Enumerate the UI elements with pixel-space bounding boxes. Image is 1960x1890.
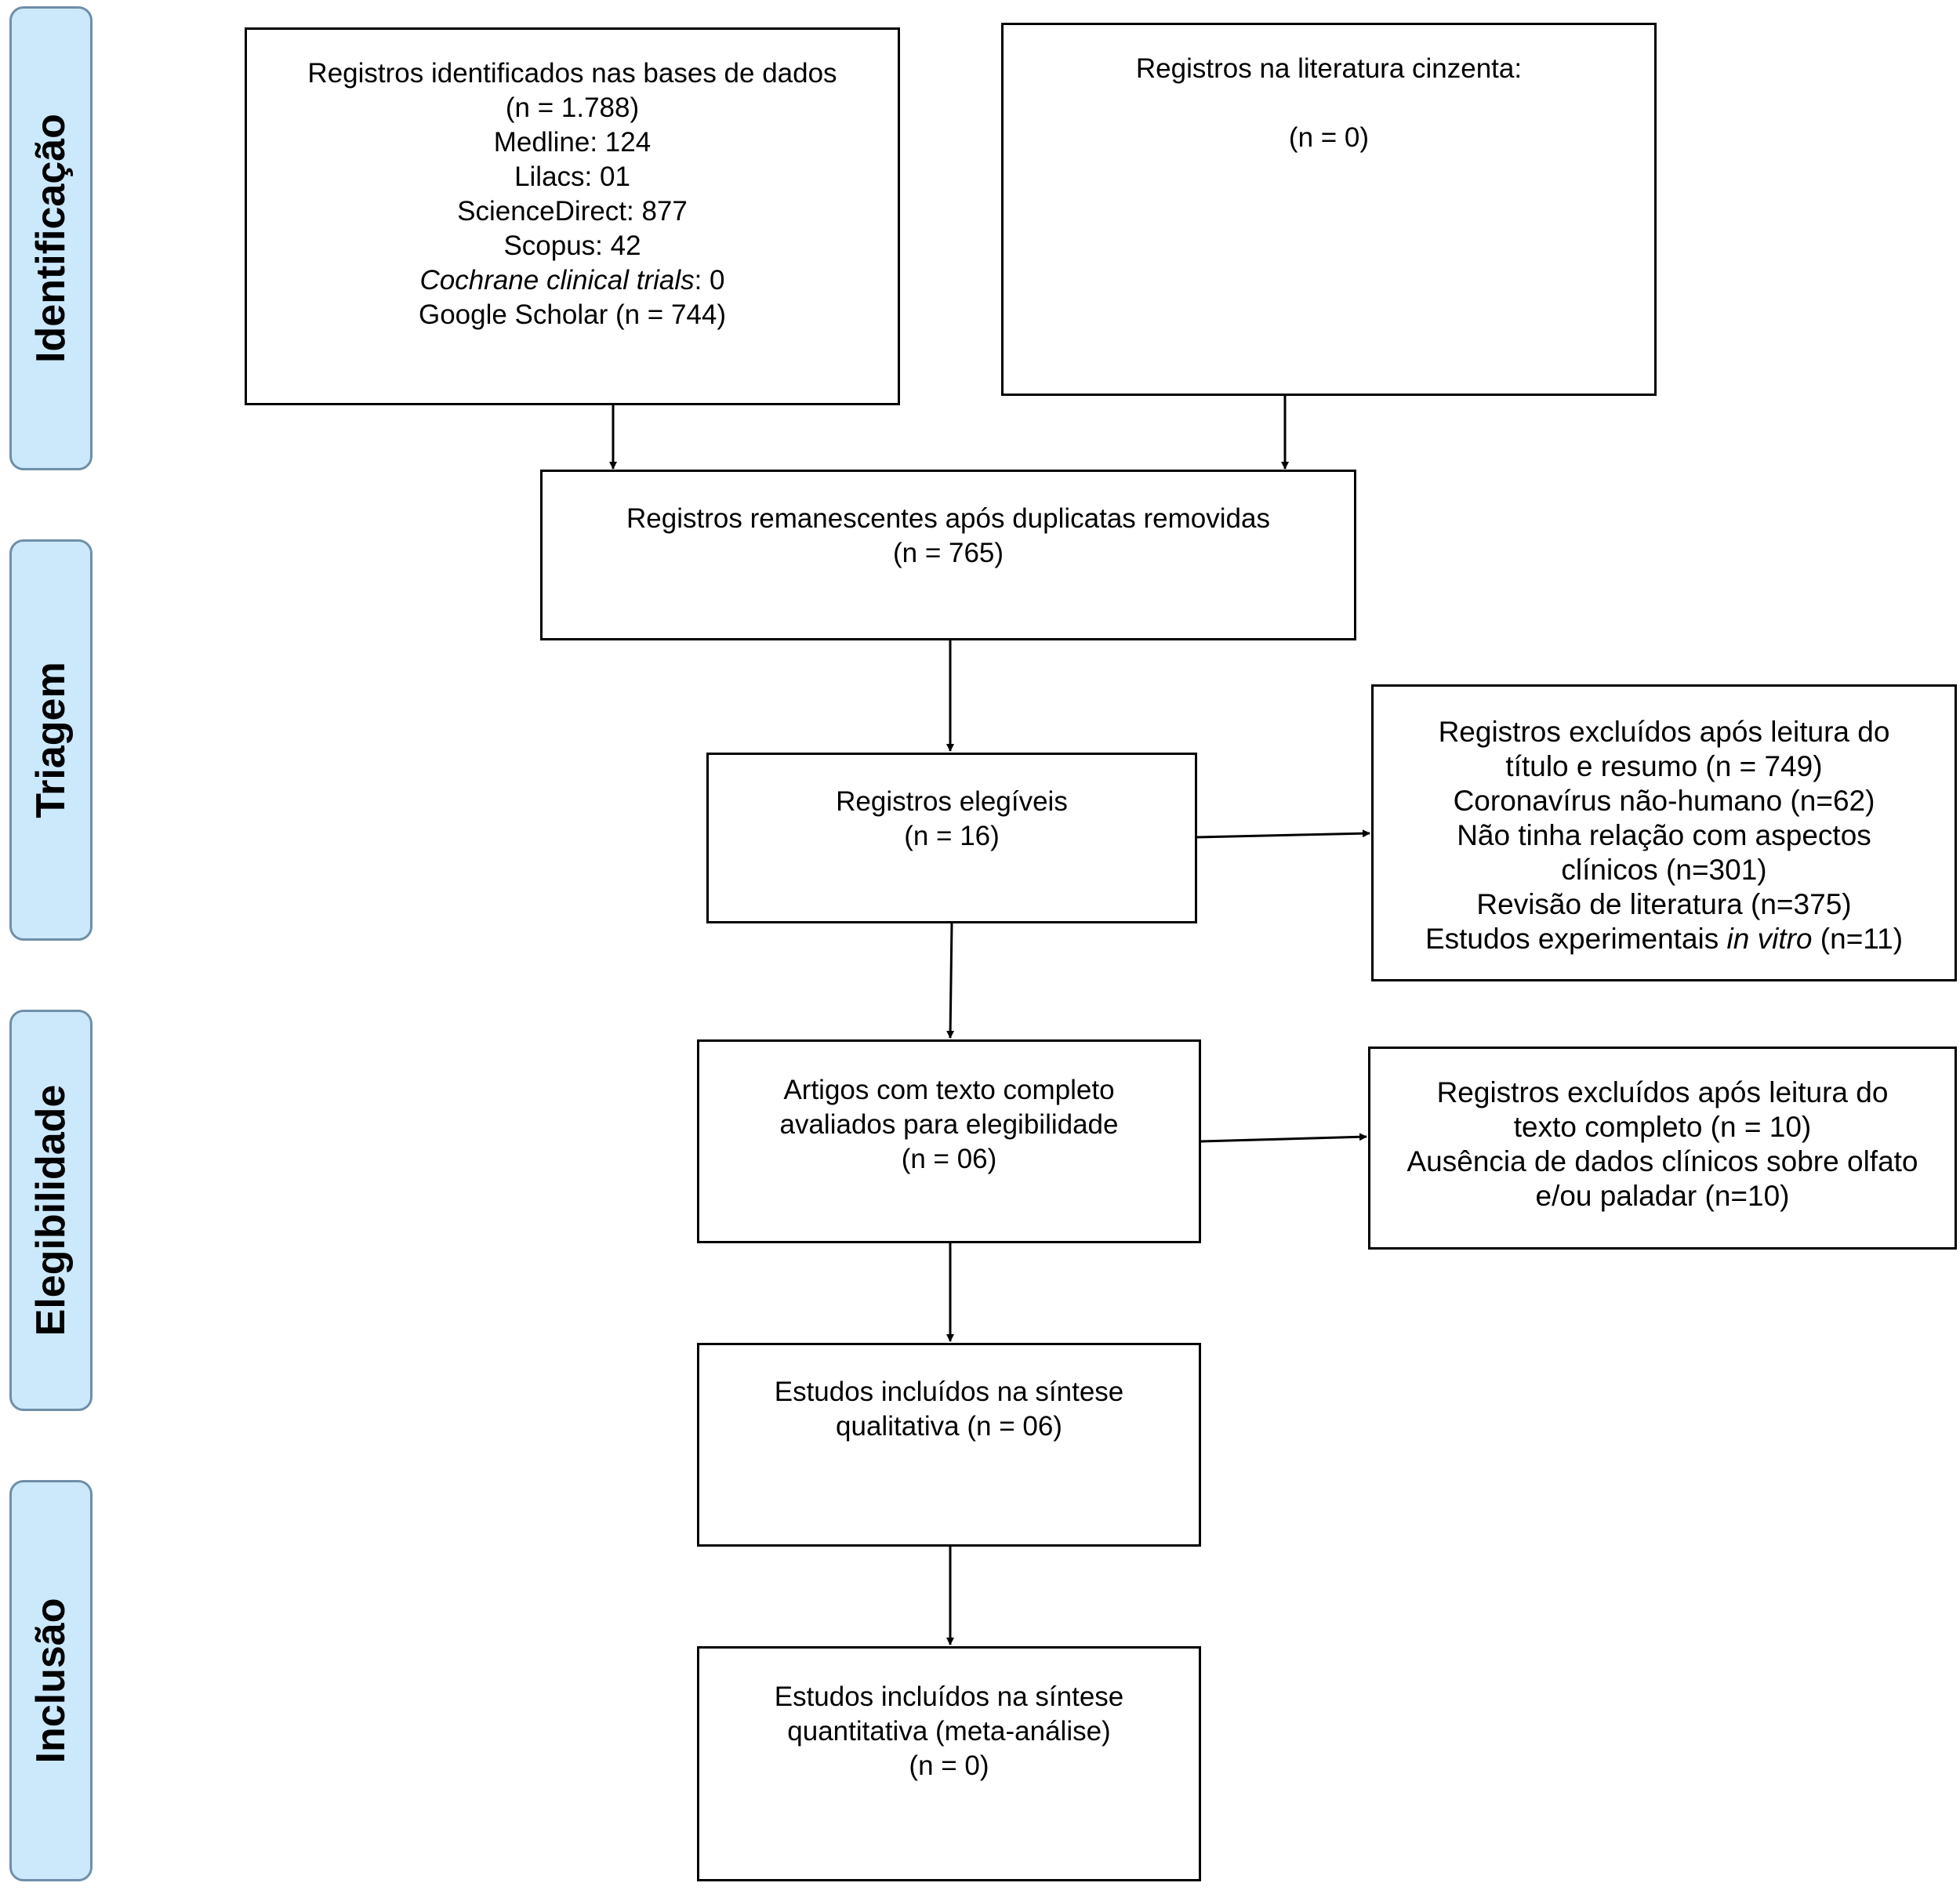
- databases-title: Registros identificados nas bases de dad…: [307, 58, 837, 89]
- full-text-line1: Artigos com texto completo: [783, 1075, 1115, 1105]
- databases-scopus: Scopus: 42: [503, 230, 641, 261]
- phase-inclusao: Inclusão: [9, 1480, 93, 1881]
- full-text-count: (n = 06): [901, 1144, 997, 1174]
- arrow-fulltext-to-excluded: [1200, 1133, 1367, 1143]
- excluded-screening-line1: Registros excluídos após leitura do: [1438, 716, 1890, 748]
- phase-triagem: Triagem: [9, 539, 93, 941]
- eligible-title: Registros elegíveis: [836, 786, 1068, 817]
- phase-identificacao: Identificação: [9, 6, 93, 470]
- databases-google: Google Scholar (n = 744): [418, 299, 727, 330]
- databases-cochrane-count: : 0: [694, 265, 725, 296]
- arrow-eligible-to-excluded: [1196, 829, 1370, 839]
- grey-literature-count: (n = 0): [1288, 122, 1370, 153]
- excluded-screening-box: Registros excluídos após leitura do títu…: [1371, 684, 1957, 981]
- databases-lilacs: Lilacs: 01: [514, 161, 630, 192]
- after-duplicates-count: (n = 765): [892, 538, 1004, 568]
- excluded-screening-line7: Estudos experimentais in vitro (n=11): [1374, 922, 1955, 956]
- qualitative-line2: qualitativa (n = 06): [836, 1411, 1062, 1442]
- databases-cochrane-name: Cochrane clinical trials: [419, 265, 695, 296]
- quantitative-line2: quantitativa (meta-análise): [787, 1716, 1111, 1747]
- eligible-box: Registros elegíveis (n = 16): [706, 753, 1197, 923]
- excluded-screening-line2: título e resumo (n = 749): [1505, 750, 1823, 782]
- databases-box: Registros identificados nas bases de dad…: [245, 27, 900, 405]
- databases-sciencedirect: ScienceDirect: 877: [457, 196, 688, 227]
- databases-cochrane: Cochrane clinical trials: 0: [247, 263, 898, 298]
- databases-medline: Medline: 124: [493, 127, 652, 158]
- excluded-screening-line4: Não tinha relação com aspectos: [1457, 819, 1871, 851]
- qualitative-line1: Estudos incluídos na síntese: [774, 1377, 1124, 1407]
- excluded-screening-line5: clínicos (n=301): [1561, 854, 1767, 886]
- grey-literature-title: Registros na literatura cinzenta:: [1135, 53, 1523, 84]
- databases-total: (n = 1.788): [505, 93, 640, 123]
- eligible-count: (n = 16): [904, 821, 1000, 851]
- excluded-fulltext-line2: texto completo (n = 10): [1513, 1111, 1812, 1143]
- after-duplicates-title: Registros remanescentes após duplicatas …: [626, 503, 1270, 534]
- quantitative-box: Estudos incluídos na síntese quantitativ…: [697, 1646, 1201, 1881]
- excluded-fulltext-box: Registros excluídos após leitura do text…: [1368, 1047, 1957, 1250]
- phase-elegibilidade: Elegibilidade: [9, 1010, 93, 1411]
- excluded-fulltext-line4: e/ou paladar (n=10): [1535, 1180, 1790, 1212]
- quantitative-line1: Estudos incluídos na síntese: [774, 1681, 1124, 1712]
- arrow-eligible-to-fulltext: [946, 923, 955, 1039]
- qualitative-box: Estudos incluídos na síntese qualitativa…: [697, 1343, 1201, 1547]
- excluded-screening-line3: Coronavírus não-humano (n=62): [1453, 785, 1875, 817]
- excluded-screening-line7-italic: in vitro: [1726, 923, 1813, 955]
- excluded-fulltext-line1: Registros excluídos após leitura do: [1436, 1076, 1889, 1108]
- quantitative-count: (n = 0): [909, 1750, 989, 1781]
- full-text-line2: avaliados para elegibilidade: [779, 1109, 1119, 1140]
- excluded-screening-line7-post: (n=11): [1812, 923, 1904, 955]
- full-text-box: Artigos com texto completo avaliados par…: [697, 1039, 1201, 1243]
- grey-literature-box: Registros na literatura cinzenta: (n = 0…: [1001, 23, 1657, 396]
- excluded-screening-line6: Revisão de literatura (n=375): [1476, 888, 1852, 920]
- after-duplicates-box: Registros remanescentes após duplicatas …: [540, 470, 1356, 640]
- excluded-fulltext-line3: Ausência de dados clínicos sobre olfato: [1406, 1145, 1918, 1177]
- excluded-screening-line7-pre: Estudos experimentais: [1425, 923, 1727, 955]
